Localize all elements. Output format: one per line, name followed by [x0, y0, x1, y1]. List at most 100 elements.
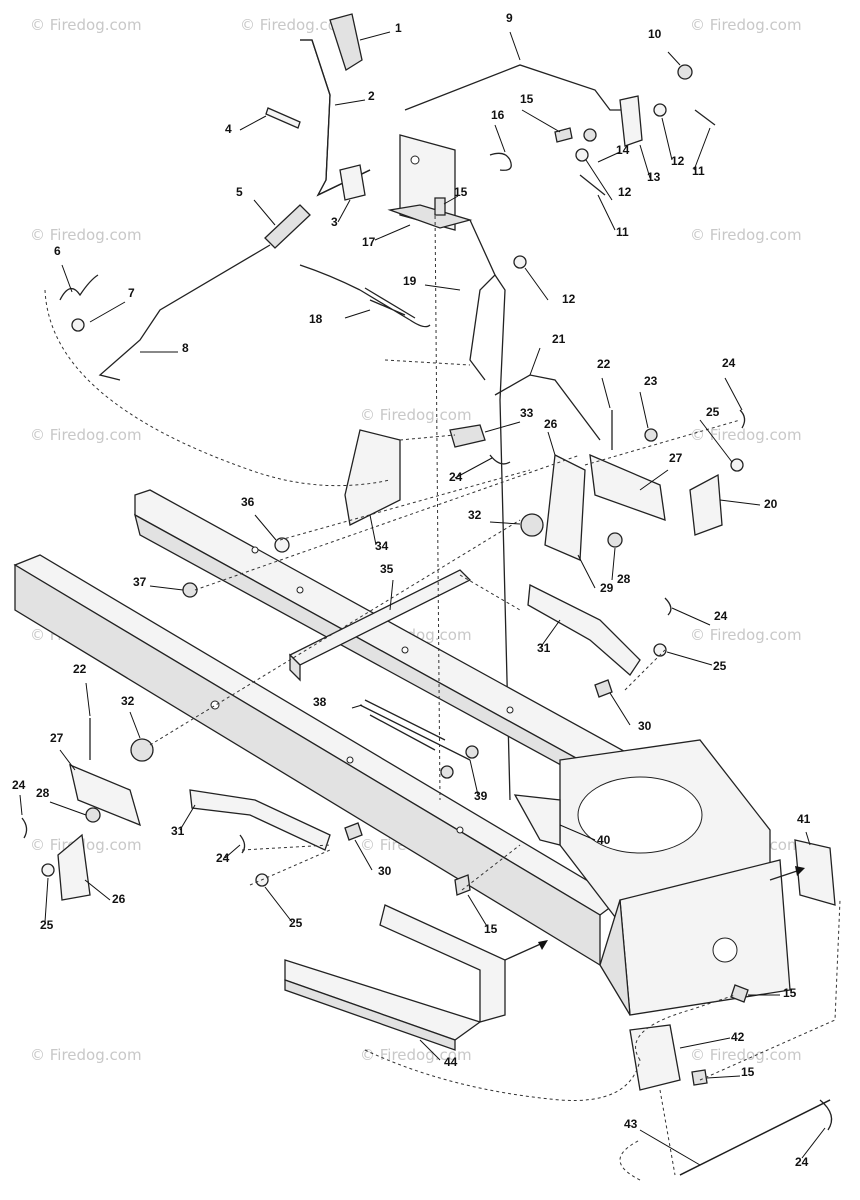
part-18-spring	[299, 264, 431, 328]
callout-15: 15	[520, 92, 534, 106]
watermark-text: © Firedog.com	[30, 426, 142, 444]
callout-15: 15	[741, 1065, 755, 1079]
callout-6: 6	[54, 244, 61, 258]
part-12-washer	[575, 148, 589, 162]
watermark-text: © Firedog.com	[690, 226, 802, 244]
callout-28: 28	[617, 572, 631, 586]
part-31-arm	[189, 789, 331, 851]
callout-25: 25	[706, 405, 720, 419]
part-42-bracket	[629, 1024, 681, 1091]
part-41-bracket	[794, 839, 836, 906]
callout-26: 26	[544, 417, 558, 431]
part-25-washer	[41, 863, 55, 877]
callout-25: 25	[40, 918, 54, 932]
part-39-nut	[465, 745, 479, 759]
callout-25: 25	[713, 659, 727, 673]
part-9-rod	[404, 64, 630, 111]
part-15-bolt	[691, 1069, 708, 1086]
part-28-nut	[607, 532, 623, 548]
part-40-bracket	[513, 794, 561, 846]
part-23-nut	[644, 428, 658, 442]
part-14-nut	[583, 128, 597, 142]
part-44-drawbar	[284, 904, 506, 1051]
callout-22: 22	[597, 357, 611, 371]
part-30-fitting	[344, 822, 363, 841]
callout-32: 32	[468, 508, 482, 522]
callout-24: 24	[216, 851, 230, 865]
part-15-bolt	[454, 874, 471, 896]
part-25-washer	[730, 458, 744, 472]
callout-26: 26	[112, 892, 126, 906]
part-24-pin	[819, 1099, 833, 1131]
callout-18: 18	[309, 312, 323, 326]
callout-13: 13	[647, 170, 661, 184]
part-39-nut	[440, 765, 454, 779]
part-25-washer	[653, 643, 667, 657]
callout-14: 14	[616, 143, 630, 157]
callout-5: 5	[236, 185, 243, 199]
callout-28: 28	[36, 786, 50, 800]
callout-38: 38	[313, 695, 327, 709]
part-34-bracket	[344, 429, 401, 526]
callout-25: 25	[289, 916, 303, 930]
part-19-rod	[469, 219, 496, 381]
part-15-bolt	[434, 197, 446, 216]
part-26-link	[57, 833, 91, 901]
watermark-text: © Firedog.com	[690, 426, 802, 444]
callout-29: 29	[600, 581, 614, 595]
callout-24: 24	[449, 470, 463, 484]
callout-3: 3	[331, 215, 338, 229]
callout-41: 41	[797, 812, 811, 826]
part-32-bushing	[520, 513, 544, 537]
callout-17: 17	[362, 235, 376, 249]
part-31-arm	[527, 583, 641, 676]
callout-15: 15	[454, 185, 468, 199]
callout-7: 7	[128, 286, 135, 300]
callout-32: 32	[121, 694, 135, 708]
watermark-text: © Firedog.com	[360, 1046, 472, 1064]
part-20-link	[689, 473, 723, 536]
callout-12: 12	[618, 185, 632, 199]
callout-8: 8	[182, 341, 189, 355]
part-33-bolt	[449, 424, 486, 448]
callout-36: 36	[241, 495, 255, 509]
callout-31: 31	[171, 824, 185, 838]
watermark-text: © Firedog.com	[30, 836, 142, 854]
callout-27: 27	[669, 451, 683, 465]
part-27-bracket	[589, 453, 666, 521]
part-38-spring	[359, 699, 471, 761]
part-5-grip	[264, 204, 311, 249]
callout-16: 16	[491, 108, 505, 122]
callout-20: 20	[764, 497, 778, 511]
part-24-pin	[489, 454, 511, 465]
watermark-text: © Firedog.com	[30, 226, 142, 244]
part-3-bracket	[339, 164, 366, 201]
watermark-text: © Firedog.com	[360, 406, 472, 424]
callout-2: 2	[368, 89, 375, 103]
part-30-fitting	[594, 679, 613, 698]
callout-11: 11	[616, 225, 629, 239]
part-13-arm	[619, 95, 643, 147]
callout-10: 10	[648, 27, 662, 41]
callout-27: 27	[50, 731, 64, 745]
part-36-washer	[274, 537, 290, 553]
part-27-bracket	[69, 763, 141, 827]
callout-12: 12	[562, 292, 576, 306]
part-7-washer	[71, 318, 85, 332]
part-6-spring	[59, 274, 99, 301]
watermark-text: © Firedog.com	[690, 626, 802, 644]
part-21-rod	[494, 374, 601, 441]
part-16-clip	[489, 152, 512, 171]
watermark-text: © Firedog.com	[690, 16, 802, 34]
callout-4: 4	[225, 122, 232, 136]
callout-39: 39	[474, 789, 488, 803]
part-24-pin	[664, 597, 672, 616]
callout-35: 35	[380, 562, 394, 576]
callout-24: 24	[795, 1155, 809, 1169]
callout-34: 34	[375, 539, 389, 553]
callout-21: 21	[552, 332, 566, 346]
part-4-bolt	[265, 107, 301, 129]
callout-40: 40	[597, 833, 611, 847]
callout-layer: 1234567891011111212121314151515151516171…	[12, 11, 811, 1169]
